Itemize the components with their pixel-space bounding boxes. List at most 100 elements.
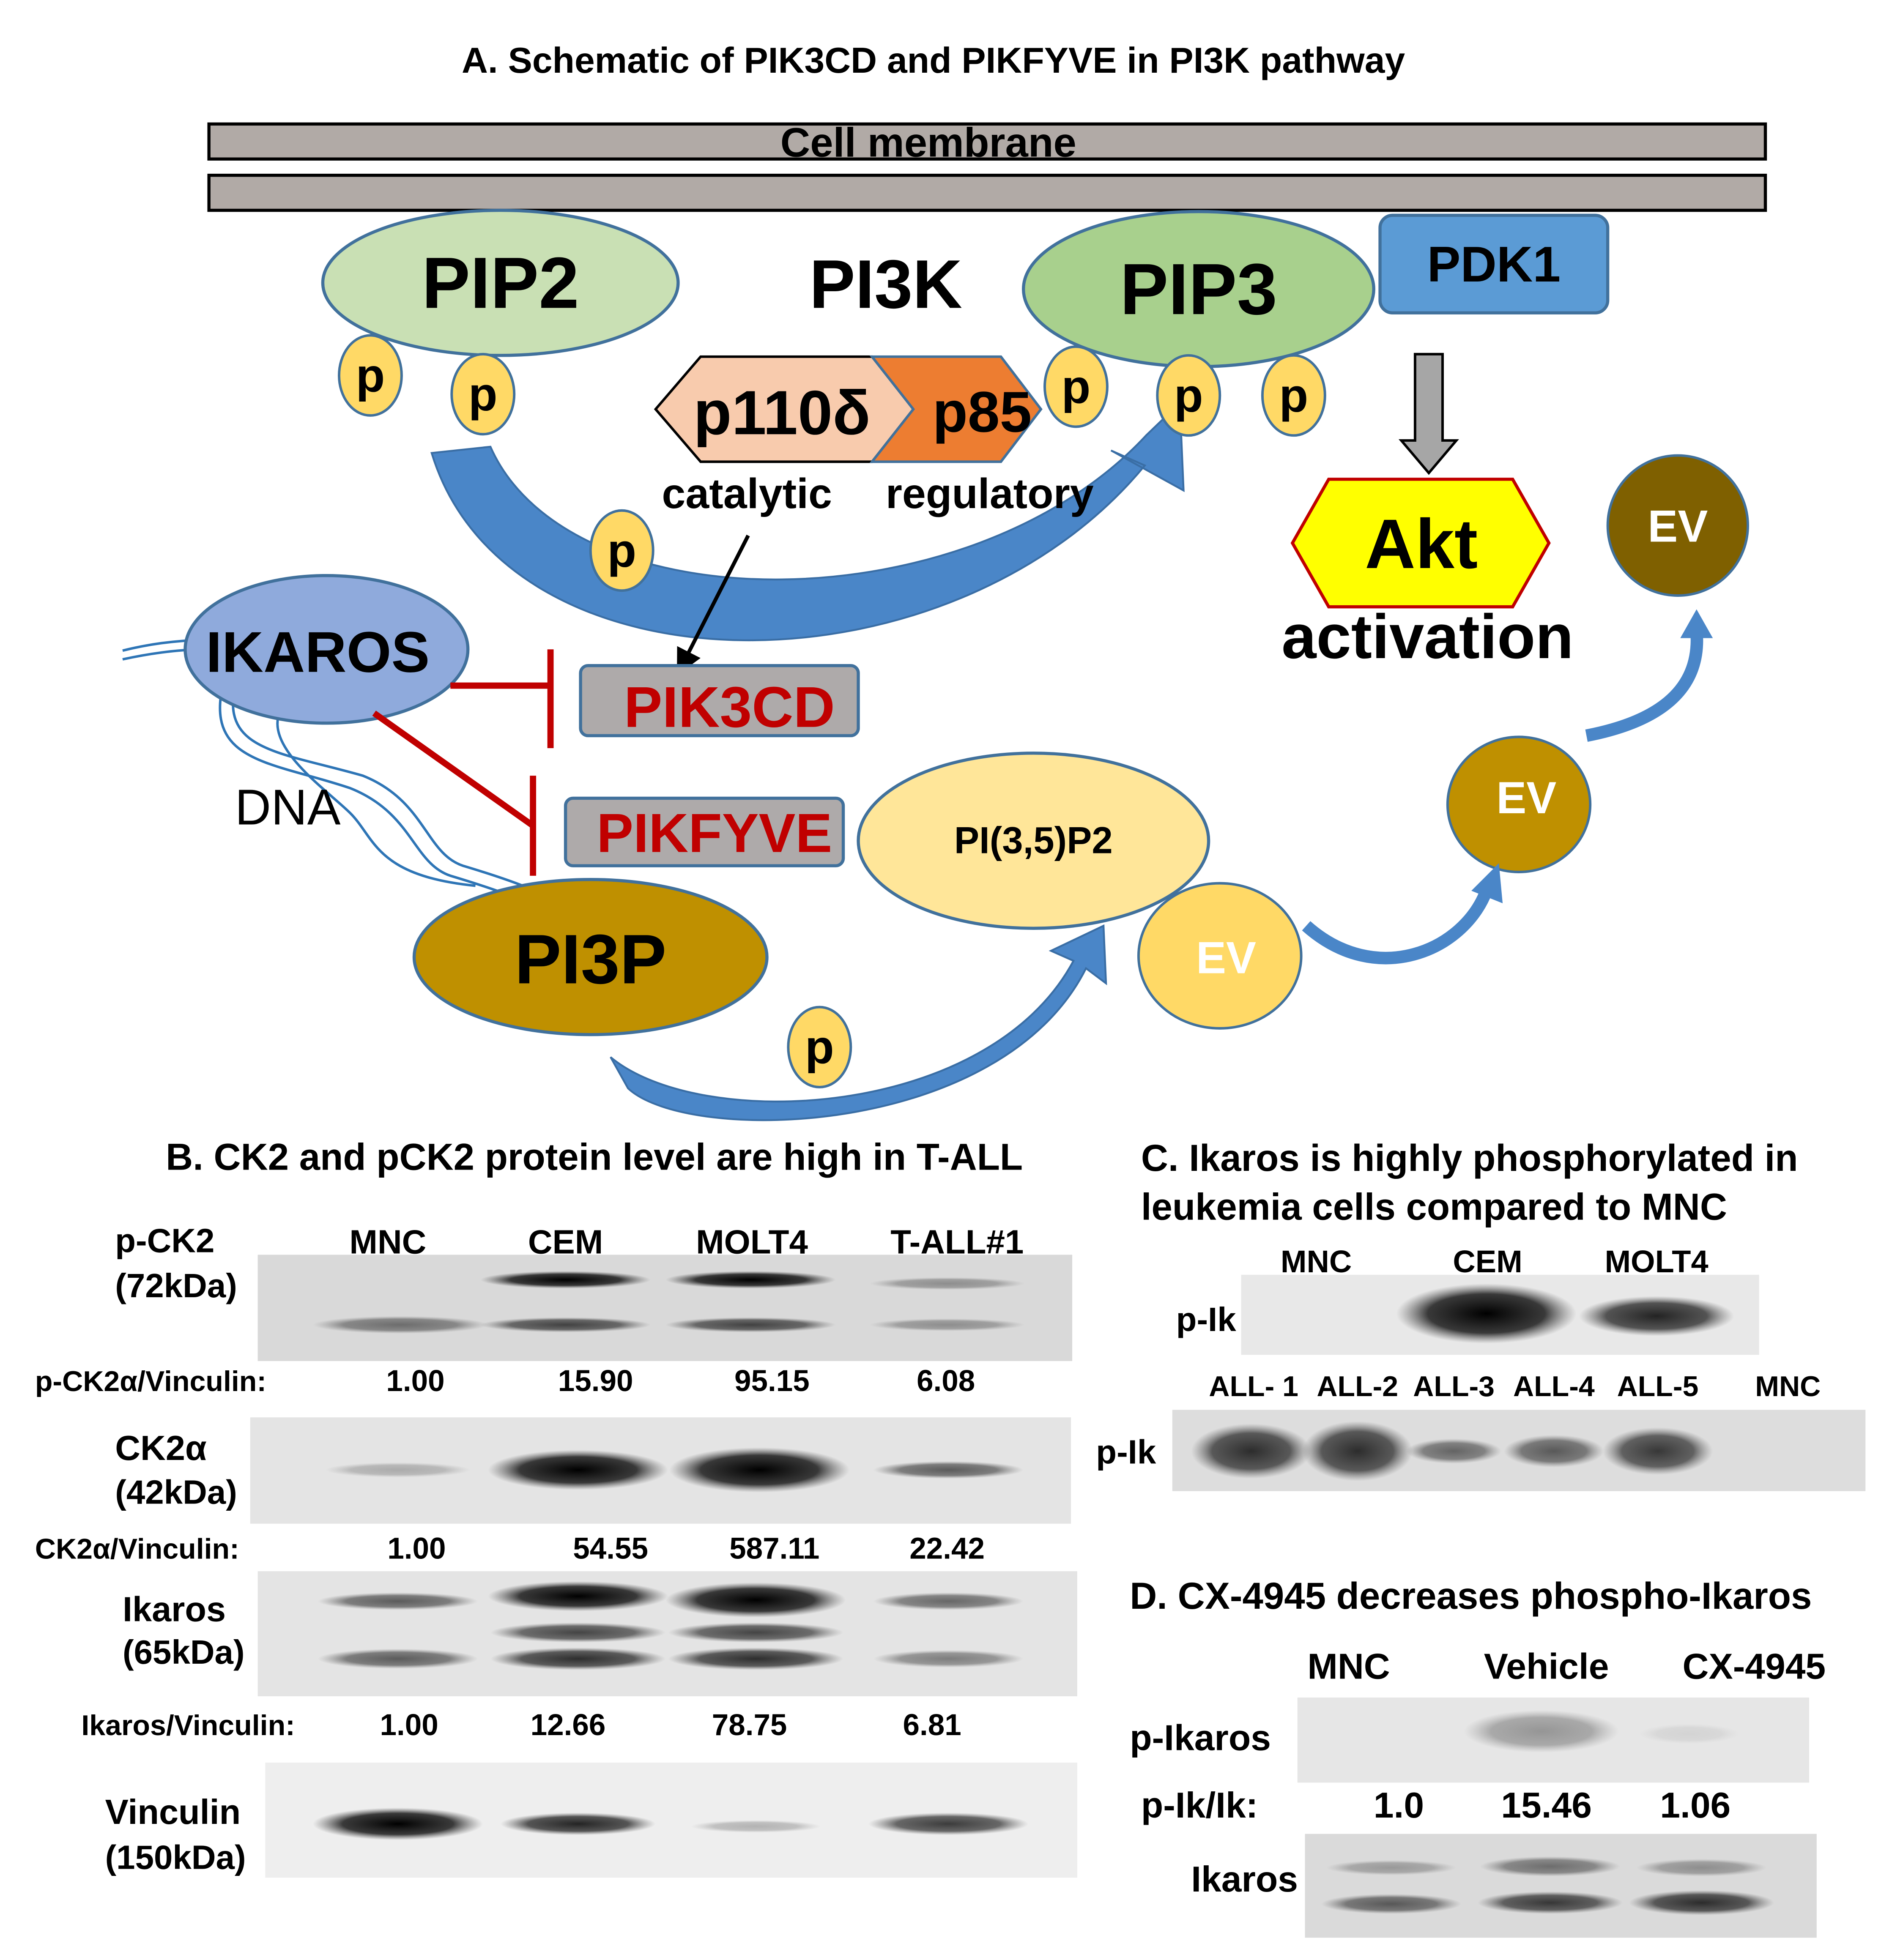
blot-band [312, 1807, 483, 1840]
ev-vesicle-dark [1606, 454, 1750, 597]
ratio-label: p-Ik/Ik: [1141, 1785, 1258, 1826]
pi35p2-label: PI(3,5)P2 [954, 820, 1113, 861]
phospho-circle [589, 509, 654, 592]
lane-label: Vehicle [1484, 1646, 1609, 1687]
phospho-circle [787, 1006, 852, 1088]
blot-band [1480, 1856, 1621, 1877]
blot-band [669, 1447, 850, 1493]
phospho-label: p [1279, 369, 1309, 422]
panel-d: D. CX-4945 decreases phospho-Ikaros MNC … [1130, 1575, 1826, 1938]
lane-label: MNC [1755, 1370, 1821, 1402]
ratio-value: 6.81 [903, 1709, 961, 1742]
ratio-value: 587.11 [729, 1532, 819, 1566]
blot-size-label: (65kDa) [123, 1633, 245, 1671]
blot-band [668, 1622, 843, 1643]
membrane-bar-bottom [207, 173, 1767, 212]
phospho-label: p [607, 524, 636, 577]
blot-band [665, 1582, 846, 1618]
panel-b-title: B. CK2 and pCK2 protein level are high i… [166, 1136, 1023, 1178]
pip3-label: PIP3 [1120, 249, 1277, 330]
blot-band [1504, 1435, 1604, 1468]
blot-band [1477, 1891, 1623, 1914]
ratio-value: 54.55 [573, 1532, 648, 1566]
ratio-value: 1.06 [1660, 1785, 1730, 1826]
blot-label: Ikaros [1191, 1859, 1298, 1900]
lane-label: MNC [349, 1223, 426, 1261]
lane-label: ALL- 1 [1209, 1370, 1298, 1402]
phospho-label: p [805, 1020, 834, 1074]
ratio-value: 95.15 [734, 1364, 810, 1398]
panel-d-title: D. CX-4945 decreases phospho-Ikaros [1130, 1575, 1812, 1617]
blot-band [480, 1271, 651, 1289]
blot-band [318, 1592, 478, 1610]
lane-label: MOLT4 [696, 1223, 808, 1261]
lane-label: CEM [1453, 1244, 1522, 1279]
blot-band [873, 1592, 1024, 1610]
regulatory-label: regulatory [886, 470, 1094, 517]
blot-band [1639, 1724, 1739, 1744]
ratio-value: 1.00 [386, 1364, 444, 1398]
pi3k-label: PI3K [809, 246, 962, 323]
blot-band [1629, 1890, 1774, 1915]
blot-band [869, 1318, 1025, 1331]
lane-label: T-ALL#1 [890, 1223, 1024, 1261]
blot-band [1396, 1283, 1577, 1344]
phospho-circle [1043, 345, 1109, 428]
blot-band [665, 1317, 836, 1332]
blot-band [1302, 1421, 1413, 1482]
pdk1-label: PDK1 [1427, 237, 1561, 292]
blot-band [480, 1317, 651, 1332]
pik3cd-label: PIK3CD [624, 675, 835, 739]
ratio-label: CK2α/Vinculin: [35, 1533, 239, 1565]
blot-band [668, 1647, 843, 1670]
pi3p-node [412, 878, 769, 1036]
pikfyve-label: PIKFYVE [597, 802, 832, 864]
ratio-value: 15.46 [1501, 1785, 1592, 1826]
blot-label: p-Ik [1096, 1433, 1156, 1471]
blot-band [318, 1648, 478, 1669]
ev-label: EV [1196, 933, 1256, 983]
ratio-value: 1.00 [380, 1709, 438, 1742]
phospho-circle [1156, 354, 1221, 437]
ikaros-label: IKAROS [206, 620, 430, 684]
membrane-bar-top [207, 122, 1767, 161]
pdk1-node [1378, 213, 1610, 314]
ev-label: EV [1648, 501, 1708, 552]
catalytic-to-pik3cd-arrow [676, 534, 750, 676]
blot-size-label: (42kDa) [115, 1473, 237, 1511]
panel-c: C. Ikaros is highly phosphorylated in le… [1096, 1137, 1866, 1491]
phospho-label: p [1174, 369, 1203, 422]
inhibition-lines [372, 649, 554, 876]
pi3p-label: PI3P [515, 920, 666, 998]
p85-label: p85 [933, 380, 1032, 444]
ev-transition-arrow-head [1471, 863, 1503, 903]
lane-label: MNC [1307, 1646, 1390, 1687]
western-blot-ikaros [257, 1571, 1077, 1697]
phospho-circle [1261, 354, 1326, 437]
ev-transition-arrow [1585, 631, 1703, 742]
blot-band [665, 1271, 836, 1289]
lane-label: MNC [1281, 1244, 1352, 1279]
activation-label: activation [1281, 602, 1574, 672]
blot-band [1191, 1424, 1312, 1479]
ikaros-node [183, 574, 470, 725]
lane-label: ALL-2 [1317, 1370, 1398, 1402]
blot-band [869, 1277, 1025, 1290]
blot-band [868, 1812, 1029, 1835]
phospho-circle [450, 353, 516, 436]
blot-label: p-Ikaros [1130, 1717, 1271, 1758]
lane-label: ALL-4 [1513, 1370, 1595, 1402]
blot-label: CK2α [115, 1428, 207, 1468]
phospho-label: p [356, 349, 385, 402]
ratio-value: 1.00 [387, 1532, 446, 1566]
ratio-value: 1.0 [1374, 1785, 1424, 1826]
lane-label: ALL-3 [1413, 1370, 1495, 1402]
blot-band [312, 1316, 488, 1334]
ev-label: EV [1496, 773, 1556, 823]
ratio-value: 15.90 [558, 1364, 633, 1398]
blot-band [1326, 1860, 1457, 1875]
ratio-label: p-CK2α/Vinculin: [35, 1365, 266, 1397]
blot-band [1321, 1894, 1462, 1914]
panel-b: B. CK2 and pCK2 protein level are high i… [35, 1136, 1077, 1878]
